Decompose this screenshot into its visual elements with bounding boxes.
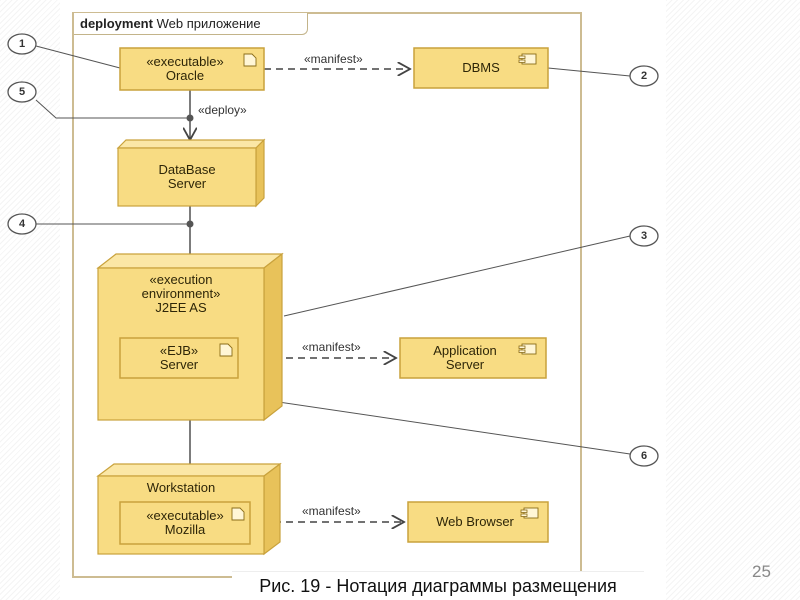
dbms-label: DBMS <box>462 60 500 75</box>
oracle-label: «executable»Oracle <box>120 48 250 90</box>
callout-1: 1 <box>18 38 26 50</box>
background-pattern-right <box>660 0 800 600</box>
mozilla-label: «executable»Mozilla <box>120 502 250 544</box>
callout-5-line <box>35 99 190 119</box>
callout-2-line <box>547 67 631 77</box>
web-browser-label: Web Browser <box>436 514 514 529</box>
artifact-icon <box>219 343 233 357</box>
callout-3: 3 <box>640 230 648 242</box>
database-server-label: DataBase Server <box>158 162 216 191</box>
artifact-icon <box>243 53 257 67</box>
callout-4-shape <box>7 213 37 235</box>
callout-6-shape <box>629 445 659 467</box>
application-server-component <box>399 337 547 379</box>
dbms-component <box>413 47 549 89</box>
manifest-label-2: «manifest» <box>302 340 361 354</box>
application-server-label: Application Server <box>433 343 497 372</box>
component-icon <box>518 343 537 355</box>
manifest-label-3: «manifest» <box>302 504 361 518</box>
oracle-artifact <box>119 47 265 91</box>
callout-4: 4 <box>18 218 26 230</box>
component-icon <box>520 507 539 519</box>
deploy-label: «deploy» <box>198 103 247 117</box>
frame-name: Web приложение <box>156 16 261 31</box>
callout-5: 5 <box>18 86 26 98</box>
j2ee-name: J2EE AS <box>155 300 207 315</box>
callout-1-line <box>35 45 121 69</box>
web-browser-component <box>407 501 549 543</box>
frame-keyword: deployment <box>80 16 153 31</box>
page-number: 25 <box>752 562 771 581</box>
ejb-artifact <box>119 337 239 379</box>
callout-6-line <box>237 395 631 455</box>
mozilla-artifact <box>119 501 251 545</box>
j2ee-label: «execution environment»J2EE AS <box>98 272 264 316</box>
callout-3-shape <box>629 225 659 247</box>
link-junction <box>186 220 194 228</box>
ejb-name: Server <box>159 357 199 372</box>
database-server-node <box>116 138 266 208</box>
mozilla-stereotype: «executable» <box>146 508 224 523</box>
frame-title: deployment Web приложение <box>74 13 308 35</box>
ejb-label: «EJB»Server <box>120 338 238 378</box>
artifact-icon <box>231 507 245 521</box>
figure-caption: Рис. 19 - Нотация диаграммы размещения <box>232 571 644 600</box>
ejb-stereotype: «EJB» <box>159 343 199 358</box>
callout-3-line <box>283 235 631 317</box>
callout-1-shape <box>7 33 37 55</box>
callout-6: 6 <box>640 450 648 462</box>
callout-2-shape <box>629 65 659 87</box>
j2ee-stereotype: «execution environment» <box>141 272 221 301</box>
deploy-junction <box>186 114 194 122</box>
mozilla-name: Mozilla <box>164 522 206 537</box>
callout-5-shape <box>7 81 37 103</box>
callout-2: 2 <box>640 70 648 82</box>
manifest-label-1: «manifest» <box>304 52 363 66</box>
component-icon <box>518 53 537 65</box>
workstation-label: Workstation <box>146 480 216 495</box>
oracle-name: Oracle <box>165 68 205 83</box>
oracle-stereotype: «executable» <box>146 54 224 69</box>
